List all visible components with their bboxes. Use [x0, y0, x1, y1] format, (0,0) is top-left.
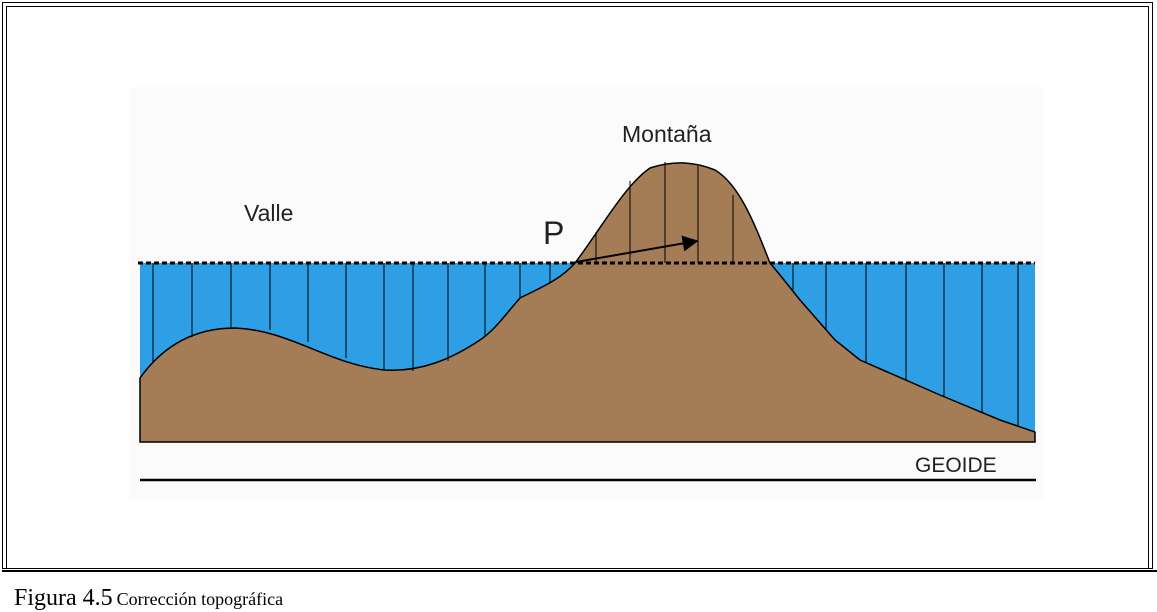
caption-divider [2, 570, 1157, 572]
geoide-label: GEOIDE [915, 454, 997, 477]
water-region [140, 263, 1035, 432]
caption-text: Corrección topográfica [116, 589, 284, 609]
outer-frame [2, 2, 1153, 569]
caption-number: Figura 4.5 [14, 585, 113, 611]
terrain [139, 162, 1036, 443]
water-verticals [152, 263, 1019, 426]
figure-caption: Figura 4.5 Corrección topográfica [14, 585, 283, 612]
valley-label: Valle [244, 200, 294, 226]
mountain-label: Montaña [622, 121, 712, 147]
inner-frame [6, 6, 1149, 568]
attraction-arrow [575, 235, 699, 263]
point-p-label: P [543, 215, 565, 251]
